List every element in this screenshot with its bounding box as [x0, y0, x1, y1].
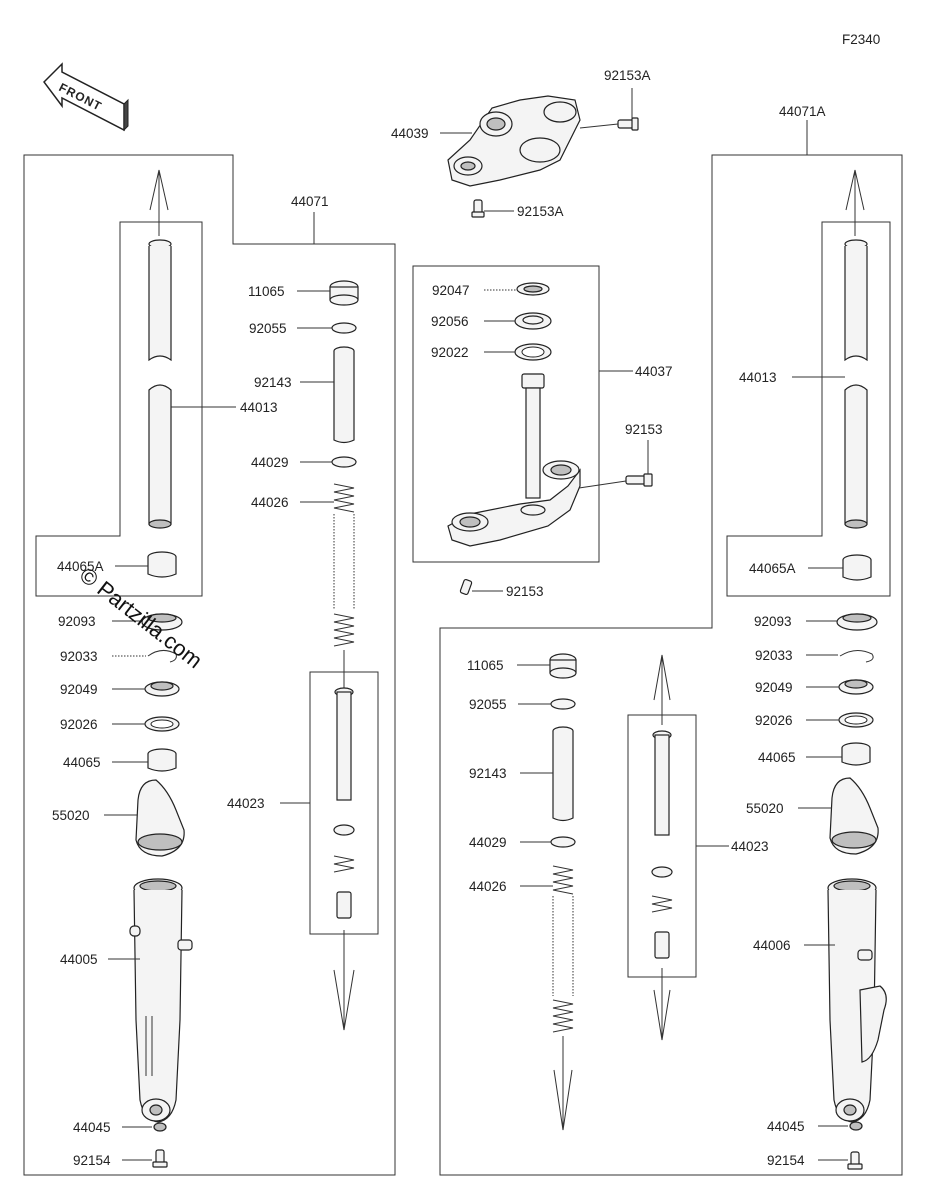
label-stem-bolt-right: 92153	[625, 422, 663, 437]
right-oil-seal-part	[838, 679, 874, 695]
label-l-oil-seal: 92049	[60, 682, 98, 697]
stem-frame	[412, 265, 600, 563]
left-bushing-part	[147, 748, 177, 772]
label-l-bushing: 44065	[63, 755, 101, 770]
right-gasket-part	[849, 1121, 863, 1131]
label-r-clip: 92033	[755, 648, 793, 663]
right-inner-tube-part	[844, 239, 868, 529]
top-bolt-right-part	[617, 117, 639, 131]
label-stem-assy: 44037	[635, 364, 673, 379]
label-top-bracket: 44039	[391, 126, 429, 141]
left-washer-part	[144, 716, 180, 732]
left-fork-frame	[23, 154, 396, 1176]
label-r-bolt: 92154	[767, 1153, 805, 1168]
right-o-ring-part	[550, 698, 576, 710]
right-tube-subframe	[726, 221, 891, 597]
label-r-washer: 92026	[755, 713, 793, 728]
label-stem-ring: 92022	[431, 345, 469, 360]
label-r-tube: 44013	[739, 370, 777, 385]
label-r-oil-seal: 92049	[755, 680, 793, 695]
label-r-seat: 44029	[469, 835, 507, 850]
right-outer-tube-part	[827, 878, 887, 1123]
stem-bolt-bottom-part	[459, 579, 473, 595]
label-l-tube: 44013	[240, 400, 278, 415]
label-r-gasket: 44045	[767, 1119, 805, 1134]
right-fork-cover-part	[829, 777, 879, 855]
label-top-bolt-right: 92153A	[604, 68, 651, 83]
left-bottom-bolt-part	[152, 1149, 168, 1168]
left-gasket-part	[153, 1122, 167, 1132]
label-r-cap: 11065	[467, 658, 504, 673]
label-l-cylinder: 44023	[227, 796, 265, 811]
right-dust-seal-part	[836, 613, 878, 631]
label-l-gasket: 44045	[73, 1120, 111, 1135]
label-l-seal: 92093	[58, 614, 96, 629]
label-r-oring: 92055	[469, 697, 507, 712]
right-washer-part	[838, 712, 874, 728]
label-l-cover: 55020	[52, 808, 90, 823]
left-oil-seal-part	[144, 681, 180, 697]
label-l-spacer: 92143	[254, 375, 292, 390]
right-bottom-bolt-part	[847, 1151, 863, 1170]
label-fork-right: 44071A	[779, 104, 826, 119]
right-spring-seat-part	[550, 836, 576, 848]
label-r-bushing: 44065	[758, 750, 796, 765]
label-r-bushing-a: 44065A	[749, 561, 796, 576]
label-r-cover: 55020	[746, 801, 784, 816]
left-o-ring-part	[331, 322, 357, 334]
label-l-seat: 44029	[251, 455, 289, 470]
left-dust-seal-part	[141, 613, 183, 631]
label-stem-washer: 92056	[431, 314, 469, 329]
label-r-spring: 44026	[469, 879, 507, 894]
left-tube-subframe	[35, 221, 203, 597]
label-r-seal: 92093	[754, 614, 792, 629]
label-r-outer-tube: 44006	[753, 938, 791, 953]
right-spring-part	[552, 865, 574, 1033]
left-cap-bolt-part	[329, 280, 359, 306]
left-spring-part	[333, 483, 355, 647]
label-stem-bolt-bottom: 92153	[506, 584, 544, 599]
label-l-spring: 44026	[251, 495, 289, 510]
right-bushing-a-part	[842, 554, 872, 581]
stem-washer-part	[514, 312, 552, 330]
left-clip-part	[147, 650, 177, 663]
label-stem-seal: 92047	[432, 283, 470, 298]
label-l-bolt: 92154	[73, 1153, 111, 1168]
top-bracket-part	[447, 95, 581, 187]
label-top-bolt-bottom: 92153A	[517, 204, 564, 219]
label-l-cap: 11065	[248, 284, 285, 299]
stem-seal-part	[516, 282, 550, 296]
left-outer-tube-part	[129, 878, 193, 1123]
right-fork-frame	[439, 154, 903, 1176]
left-cylinder-part	[333, 687, 355, 919]
figure-code: F2340	[842, 32, 880, 47]
label-fork-left: 44071	[291, 194, 329, 209]
left-bushing-a-part	[147, 551, 177, 578]
label-r-spacer: 92143	[469, 766, 507, 781]
label-r-cylinder: 44023	[731, 839, 769, 854]
left-spring-seat-part	[331, 456, 357, 468]
right-cap-bolt-part	[549, 653, 577, 679]
right-clip-part	[839, 650, 874, 663]
left-spacer-part	[333, 346, 355, 444]
top-bolt-bottom-part	[471, 199, 485, 218]
front-direction-arrow: FRONT	[43, 62, 129, 132]
label-l-outer-tube: 44005	[60, 952, 98, 967]
stem-bolt-right-part	[625, 473, 653, 487]
right-bushing-part	[841, 742, 871, 766]
stem-ring-part	[514, 343, 552, 361]
steering-stem-part	[447, 373, 581, 547]
label-l-washer: 92026	[60, 717, 98, 732]
label-l-oring: 92055	[249, 321, 287, 336]
right-cylinder-part	[651, 730, 673, 959]
right-spacer-part	[552, 726, 574, 822]
left-inner-tube-part	[148, 239, 172, 529]
label-l-bushing-a: 44065A	[57, 559, 104, 574]
label-l-clip: 92033	[60, 649, 98, 664]
left-fork-cover-part	[135, 779, 185, 857]
